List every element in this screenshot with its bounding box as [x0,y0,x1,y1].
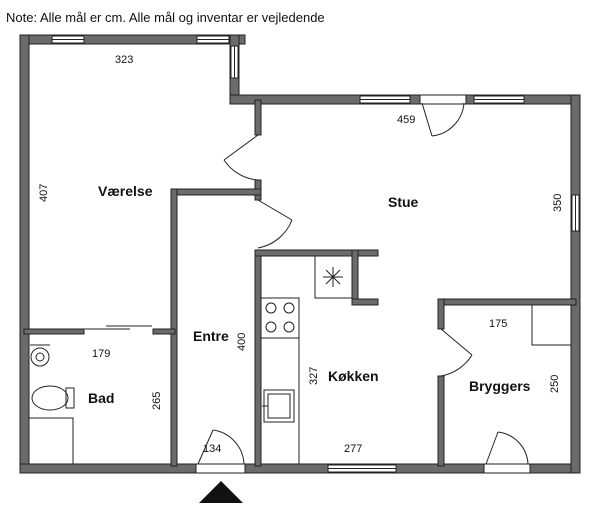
dim-entre-depth: 400 [236,333,248,351]
wall-vaerelse-stue-upper [254,99,262,136]
room-label-bad: Bad [88,390,114,406]
wall-kokken-right-stub [351,249,359,306]
wall-entre-kokken [254,249,262,467]
entrance-arrow-icon [199,481,243,503]
wall-bryggers-top [437,298,577,306]
wall-bad-top-right [152,328,176,335]
utility-cabinet [531,304,572,346]
room-label-vaerelse: Værelse [98,183,153,199]
washbasin [30,347,50,367]
plan-note: Note: Alle mål er cm. Alle mål og invent… [6,10,325,25]
wall-kokken-top [254,249,379,257]
room-label-bryggers: Bryggers [469,378,531,394]
kitchen-counter [260,297,300,465]
wall-entre-top [170,188,262,196]
windows [51,35,580,474]
interior-walls [23,99,577,467]
room-label-stue: Stue [388,194,419,210]
bathroom-fixtures [28,344,75,465]
wall-bryggers-left-upper [437,298,445,330]
dim-kokken-width: 277 [344,443,362,455]
dim-entre-width: 134 [203,443,221,455]
dim-vaerelse-width: 323 [115,54,133,66]
shower-area [28,417,74,465]
dim-stue-width: 459 [397,114,415,126]
kitchen-fixtures [260,255,353,465]
toilet [31,385,69,411]
room-label-kokken: Køkken [328,368,379,384]
dim-bad-width: 179 [92,348,110,360]
wall-entre-left [170,188,178,467]
bryggers-fixtures [531,304,572,346]
wall-left [19,34,30,474]
wall-bryggers-left-lower [437,375,445,467]
fridge [314,255,353,299]
room-label-entre: Entre [193,328,229,344]
dim-kokken-depth: 327 [308,367,320,385]
dim-vaerelse-depth: 407 [38,184,50,202]
dim-stue-depth: 350 [552,194,564,212]
wall-kokken-top-stub [351,298,379,306]
hob [260,297,300,339]
dim-bad-depth: 265 [151,392,163,410]
wall-bad-top-left [23,328,85,335]
doors [84,102,529,465]
wall-right [570,94,581,474]
dim-bryggers-depth: 250 [549,375,561,393]
dim-bryggers-width: 175 [489,318,507,330]
